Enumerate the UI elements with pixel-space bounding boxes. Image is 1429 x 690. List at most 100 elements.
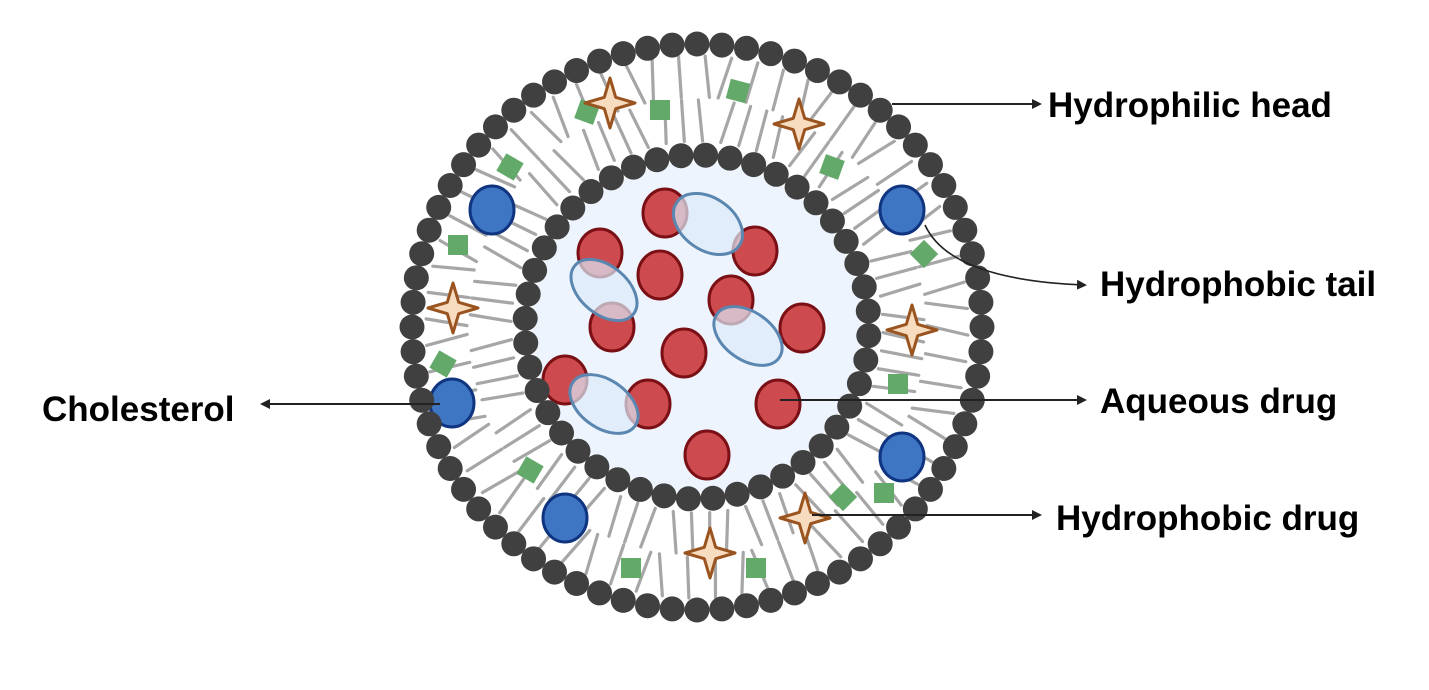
hydrophilic-head-inner (824, 414, 850, 440)
hydrophilic-head-inner (837, 393, 863, 419)
tail-inner (468, 313, 513, 324)
cholesterol (878, 184, 926, 236)
tail-inner (482, 245, 523, 270)
hydrophilic-head-outer (400, 339, 426, 365)
tail-inner (473, 279, 518, 287)
tail-inner (874, 266, 918, 280)
hydrophilic-head-inner (531, 235, 557, 261)
tail-inner (865, 401, 904, 427)
tail-inner (880, 312, 926, 322)
hydrophilic-head-outer (610, 41, 636, 67)
tail-inner (803, 140, 831, 178)
hydrophilic-head-inner (855, 298, 881, 324)
hydrophilic-heads (399, 31, 995, 623)
tail-inner (494, 408, 533, 435)
hydrophilic-head-outer (451, 476, 477, 502)
tail-outer (634, 550, 653, 593)
hydrophilic-head-inner (833, 228, 859, 254)
label-aqueous-drug: Aqueous drug (1100, 382, 1337, 421)
tail-inner (737, 104, 753, 148)
hydrophilic-head-outer (733, 35, 759, 61)
tail-outer (923, 280, 966, 296)
hydrophilic-head-outer (587, 48, 613, 74)
hydrophilic-head-outer (867, 97, 893, 123)
hydrophilic-head-inner (853, 347, 879, 373)
hydrophilic-head-outer (886, 114, 912, 140)
hydrophilic-head-outer (403, 363, 429, 389)
hydrophilic-head-inner (856, 323, 882, 349)
tail-inner (582, 128, 600, 171)
cholesterol (878, 431, 926, 483)
tail-inner (876, 367, 921, 377)
tail-outer (474, 168, 517, 189)
hydrophilic-head-inner (717, 145, 743, 171)
green-markers (429, 78, 939, 578)
hydrophilic-head-outer (659, 596, 685, 622)
hydrophilic-head-inner (675, 486, 701, 512)
tail-outer (424, 317, 469, 328)
tail-inner (475, 374, 520, 386)
tail-inner (778, 491, 795, 535)
green-marker (746, 558, 766, 578)
cholesterol-molecules (428, 184, 926, 544)
hydrophilic-head-outer (426, 194, 452, 220)
tail-outer (608, 543, 626, 586)
hydrophilic-head-outer (409, 387, 435, 413)
hydrophilic-head-outer (466, 496, 492, 522)
hydrophilic-head-outer (917, 476, 943, 502)
aqueous-drug (636, 249, 684, 301)
arrow-hydrophobic-tail (924, 224, 1087, 290)
tail-outer (431, 264, 476, 272)
tail-outer (857, 139, 896, 165)
tail-inner (846, 433, 887, 456)
hydrophilic-head-outer (867, 531, 893, 557)
hydrophilic-head-outer (965, 363, 991, 389)
hydrophobic-drug (426, 281, 480, 335)
tail-outer (703, 54, 712, 99)
tail-outer (771, 68, 786, 112)
hydrophilic-head-outer (501, 97, 527, 123)
tail-inner (671, 509, 678, 555)
hydrophilic-head-outer (968, 289, 994, 315)
hydrophobic-drug (772, 97, 826, 151)
hydrophilic-head-inner (544, 214, 570, 240)
tail-inner (623, 501, 640, 544)
label-hydrophobic-drug: Hydrophobic drug (1056, 499, 1359, 538)
hydrophilic-head-inner (763, 161, 789, 187)
hydrophilic-head-outer (416, 411, 442, 437)
hydrophilic-head-outer (426, 434, 452, 460)
tail-outer (828, 104, 856, 142)
hydrophilic-head-outer (684, 597, 710, 623)
hydrophilic-head-inner (535, 400, 561, 426)
tail-inner (830, 175, 870, 202)
hydrophilic-head-outer (969, 314, 995, 340)
hydrophilic-head-outer (758, 587, 784, 613)
hydrophobic-drugs (426, 76, 939, 580)
tail-outer (465, 447, 504, 473)
hydrophilic-head-inner (560, 195, 586, 221)
hydrophilic-head-outer (501, 531, 527, 557)
hydrophobic-drug (683, 526, 737, 580)
aqueous-drug (660, 327, 708, 379)
green-marker (725, 78, 751, 104)
hydrophilic-head-inner (651, 483, 677, 509)
tail-outer (529, 110, 563, 144)
hydrophilic-head-outer (942, 434, 968, 460)
tail-inner (628, 108, 650, 150)
hydrophilic-head-outer (827, 69, 852, 95)
hydrophobic-drug (885, 303, 939, 357)
hydrophilic-head-outer (564, 570, 590, 596)
aqueous-drug (683, 429, 731, 481)
hydrophilic-head-outer (409, 241, 435, 267)
tail-outer (810, 524, 843, 559)
hydrophilic-head-outer (684, 31, 710, 57)
hydrophilic-head-outer (709, 596, 735, 622)
green-marker (496, 153, 524, 181)
tail-inner (607, 495, 623, 538)
tail-outer (584, 532, 600, 576)
tail-inner (639, 506, 657, 549)
hydrophilic-head-outer (781, 48, 807, 74)
tail-outer (777, 540, 795, 582)
tail-inner (879, 349, 924, 361)
